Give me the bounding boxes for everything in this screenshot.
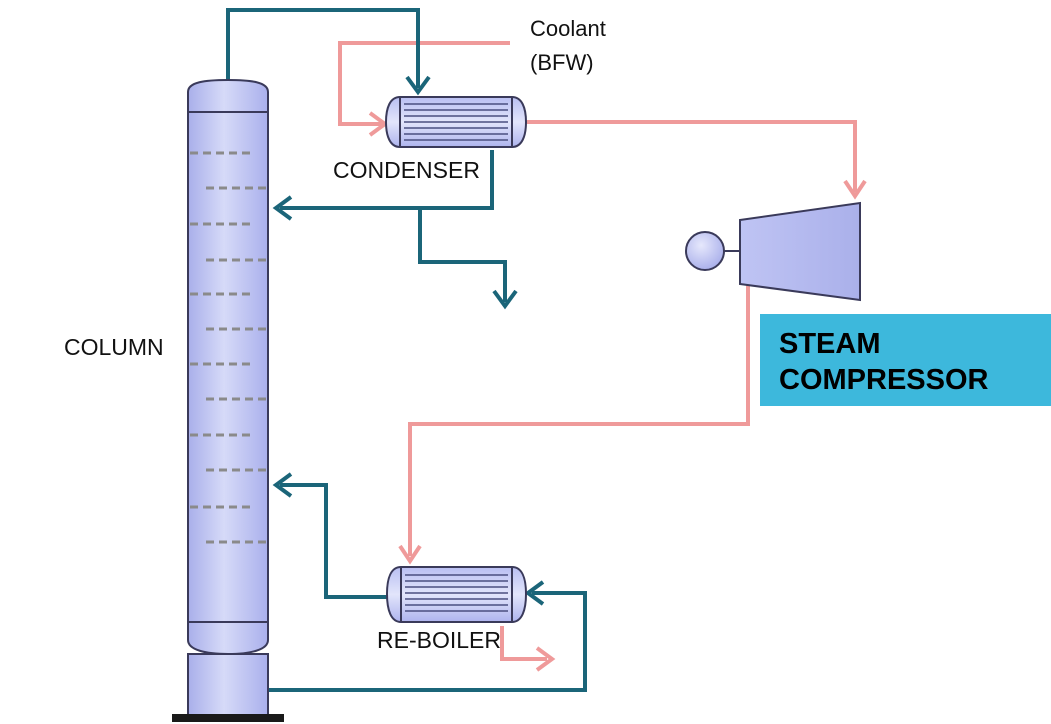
coolant-lines (338, 41, 867, 672)
column-base-plate (172, 714, 284, 722)
condenser-to-compressor-line (525, 120, 857, 192)
coolant-inlet-line (338, 41, 510, 126)
reboiler-condensate-arrowhead (535, 646, 556, 672)
reboiler-condensate-line (500, 626, 547, 661)
coolant-label: Coolant (530, 16, 606, 41)
reboiler-tubes (405, 574, 508, 612)
column-shell (187, 78, 269, 656)
distillate-arrowhead (492, 289, 518, 310)
reboiler-inlet-arrowhead (398, 544, 422, 565)
condenser-exchanger (384, 96, 528, 148)
column-label: COLUMN (64, 334, 164, 360)
bottoms-arrowhead (524, 580, 545, 606)
reboiler-exchanger (385, 566, 528, 623)
column-skirt (187, 653, 269, 717)
condenser-tubes (404, 103, 508, 141)
overhead-vapor-arrowhead (405, 75, 431, 96)
compressor-to-reboiler-line (408, 285, 750, 556)
compressor-inlet-arrowhead (843, 179, 867, 200)
compressor-label-line1: STEAM (779, 328, 881, 360)
reboiler-vapor-return-arrowhead (272, 472, 293, 498)
steam-compressor-badge (760, 314, 1051, 406)
reboiler-vapor-return-line (280, 483, 388, 599)
compressor-motor (685, 231, 725, 271)
distillate-line (418, 208, 507, 302)
coolant-sublabel: (BFW) (530, 50, 594, 75)
reflux-arrowhead (272, 195, 293, 221)
steam-compressor (685, 201, 861, 302)
condenser-label: CONDENSER (333, 157, 480, 183)
distillation-column (172, 78, 284, 722)
compressor-label-line2: COMPRESSOR (779, 364, 989, 396)
reflux-line (280, 150, 494, 210)
reboiler-label: RE-BOILER (377, 627, 501, 653)
compressor-body (739, 201, 861, 302)
column-trays (190, 151, 268, 544)
coolant-inlet-arrowhead (368, 111, 389, 137)
overhead-vapor-line (226, 8, 420, 88)
